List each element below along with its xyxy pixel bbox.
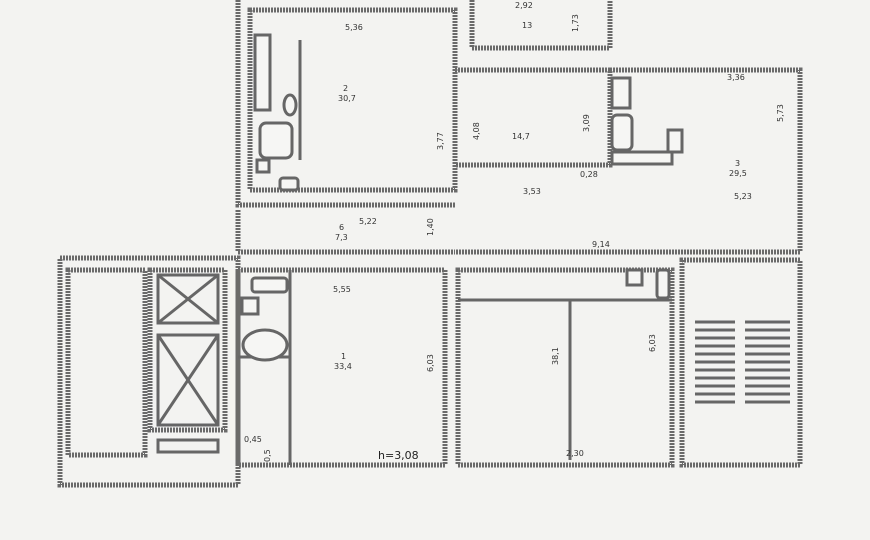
partitions [238,40,672,465]
label-room3-area: 29,5 [729,169,747,178]
label-room3-width: 3,36 [727,73,745,82]
label-corridor-area: 7,3 [335,233,348,242]
label-corridor-width: 5,22 [359,217,377,226]
label-mid-left-depth: 4,08 [472,122,481,140]
label-room3-number: 3 [735,159,740,168]
label-total-width: 9,14 [592,240,610,249]
label-mid-right-depth: 3,09 [582,114,591,132]
label-top-corridor-width: 2,92 [515,1,533,10]
label-room3-inner: 5,23 [734,192,752,201]
label-top-room-number: 13 [522,21,532,30]
label-corridor-number: 6 [339,223,344,232]
label-room1-area: 33,4 [334,362,352,371]
label-room2-width: 5,36 [345,23,363,32]
label-corridor-depth: 1,40 [426,218,435,236]
label-mid-width: 3,53 [523,187,541,196]
walls [57,0,803,488]
label-room2-area: 30,7 [338,94,356,103]
label-ceiling-height: h=3,08 [378,449,419,462]
label-room3-depth: 5,73 [776,104,785,122]
label-room2-number: 2 [343,84,348,93]
label-top-room-depth: 1,73 [571,14,580,32]
label-room1-width: 5,55 [333,285,351,294]
label-niche-depth: 0,5 [263,449,272,462]
label-room1-depth: 6,03 [426,354,435,372]
label-room2-depth: 3,77 [436,132,445,150]
staircase [695,320,790,404]
elevator-shafts [156,273,220,454]
label-room4-area: 38,1 [551,347,560,365]
label-room1-number: 1 [341,352,346,361]
label-mid-area: 14,7 [512,132,530,141]
label-gap: 0,28 [580,170,598,179]
label-room4-depth: 6,03 [648,334,657,352]
label-niche-width: 0,45 [244,435,262,444]
label-room4-partition: 2,30 [566,449,584,458]
bathroom-fixtures [240,33,684,362]
